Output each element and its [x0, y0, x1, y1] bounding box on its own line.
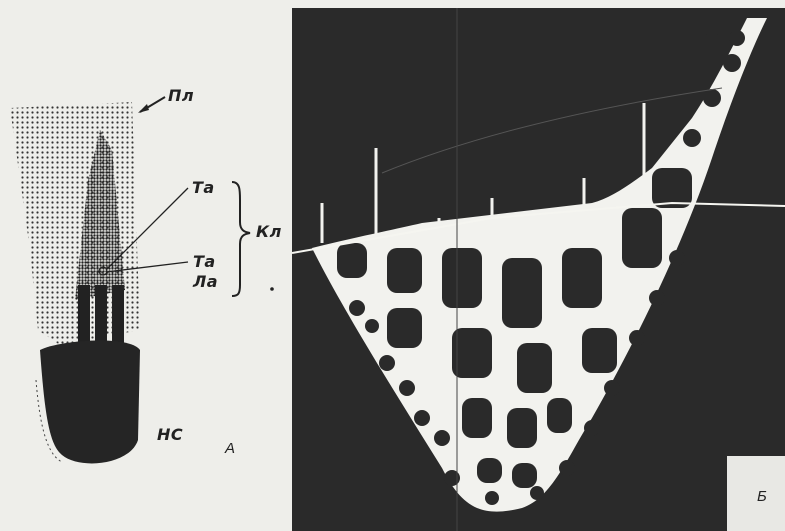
kl-brace	[232, 182, 250, 296]
panel-b-micrograph	[292, 8, 785, 531]
label-nc: НС	[157, 425, 183, 444]
label-kl: Кл	[256, 222, 282, 241]
panel-letter-a: А	[225, 440, 235, 457]
label-la: Ла	[193, 272, 218, 291]
panel-letter-b: Б	[757, 488, 767, 505]
panel-a-root-tip: Пл Та Кл Та Ла НС А	[0, 0, 292, 531]
root-cap	[40, 341, 140, 464]
panel-b-label-box: Б	[727, 456, 785, 531]
label-pl: Пл	[168, 86, 194, 105]
root-tip-drawing	[0, 0, 292, 531]
label-ta-top: Та	[192, 178, 215, 197]
micrograph-drawing	[292, 8, 785, 531]
label-ta-bottom: Та	[193, 252, 216, 271]
